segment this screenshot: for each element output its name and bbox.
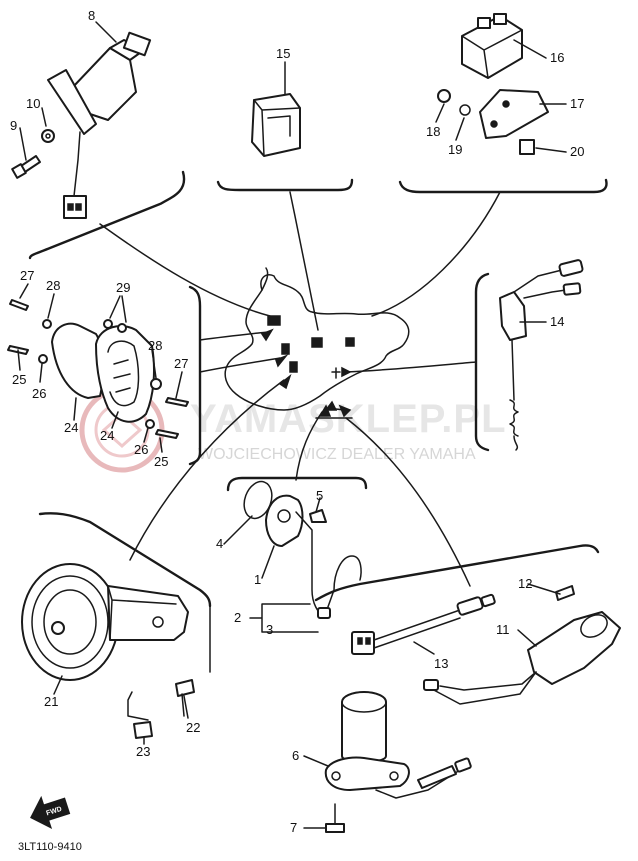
callout-27: 27: [20, 268, 34, 283]
callout-9: 9: [10, 118, 17, 133]
frame-mount-point: [345, 337, 355, 347]
callout-12: 12: [518, 576, 532, 591]
diagram-code: 3LT110-9410: [18, 841, 82, 853]
callout-18: 18: [426, 124, 440, 139]
callout-15: 15: [276, 46, 290, 61]
callout-5: 5: [316, 488, 323, 503]
frame-mount-point: [281, 343, 290, 355]
callout-13: 13: [434, 656, 448, 671]
starter-relay-group: [351, 585, 621, 705]
watermark-dealer: WOJCIECHOWICZ DEALER YAMAHA: [198, 446, 476, 463]
callout-leaders: [17, 21, 567, 829]
callout-22: 22: [186, 720, 200, 735]
callout-2: 2: [234, 610, 241, 625]
lamp-group: [7, 299, 189, 439]
callout-3: 3: [266, 622, 273, 637]
relay-part: [251, 93, 301, 157]
starter-solenoid: [324, 691, 472, 833]
callout-24: 24: [64, 420, 78, 435]
callout-28-second: 28: [148, 338, 162, 353]
callout-4: 4: [216, 536, 223, 551]
callout-16: 16: [550, 50, 564, 65]
callout-26: 26: [32, 386, 46, 401]
callout-11: 11: [496, 622, 510, 637]
callout-27-second: 27: [174, 356, 188, 371]
callout-26-second: 26: [134, 442, 148, 457]
callout-20: 20: [570, 144, 584, 159]
callout-25-second: 25: [154, 454, 168, 469]
callout-17: 17: [570, 96, 584, 111]
callout-6: 6: [292, 748, 299, 763]
callout-numbers: 8 10 9 15 16 17 18 19 20 27 28 29 25 26 …: [10, 8, 584, 835]
callout-28: 28: [46, 278, 60, 293]
callout-23: 23: [136, 744, 150, 759]
callout-21: 21: [44, 694, 58, 709]
main-switch-assembly: [11, 31, 152, 219]
callout-1: 1: [254, 572, 261, 587]
horn: [21, 563, 195, 739]
callout-8: 8: [88, 8, 95, 23]
neutral-switch: [243, 480, 362, 619]
stop-switch: [499, 259, 584, 451]
flasher-relay-group: [437, 13, 549, 155]
callout-14: 14: [550, 314, 564, 329]
frame-mount-point: [324, 400, 338, 411]
frame-mount-point: [289, 361, 298, 373]
frame-mount-point: [311, 337, 323, 348]
frame-outline: [224, 267, 410, 419]
callout-24-second: 24: [100, 428, 114, 443]
callout-29: 29: [116, 280, 130, 295]
forward-badge: FWD: [30, 795, 71, 830]
callout-7: 7: [290, 820, 297, 835]
section-brackets: [28, 170, 608, 673]
frame-mount-point: [267, 315, 281, 326]
fwd-label: FWD: [45, 806, 62, 818]
callout-10: 10: [26, 96, 40, 111]
callout-25: 25: [12, 372, 26, 387]
callout-19: 19: [448, 142, 462, 157]
leader-lines: [99, 191, 501, 587]
